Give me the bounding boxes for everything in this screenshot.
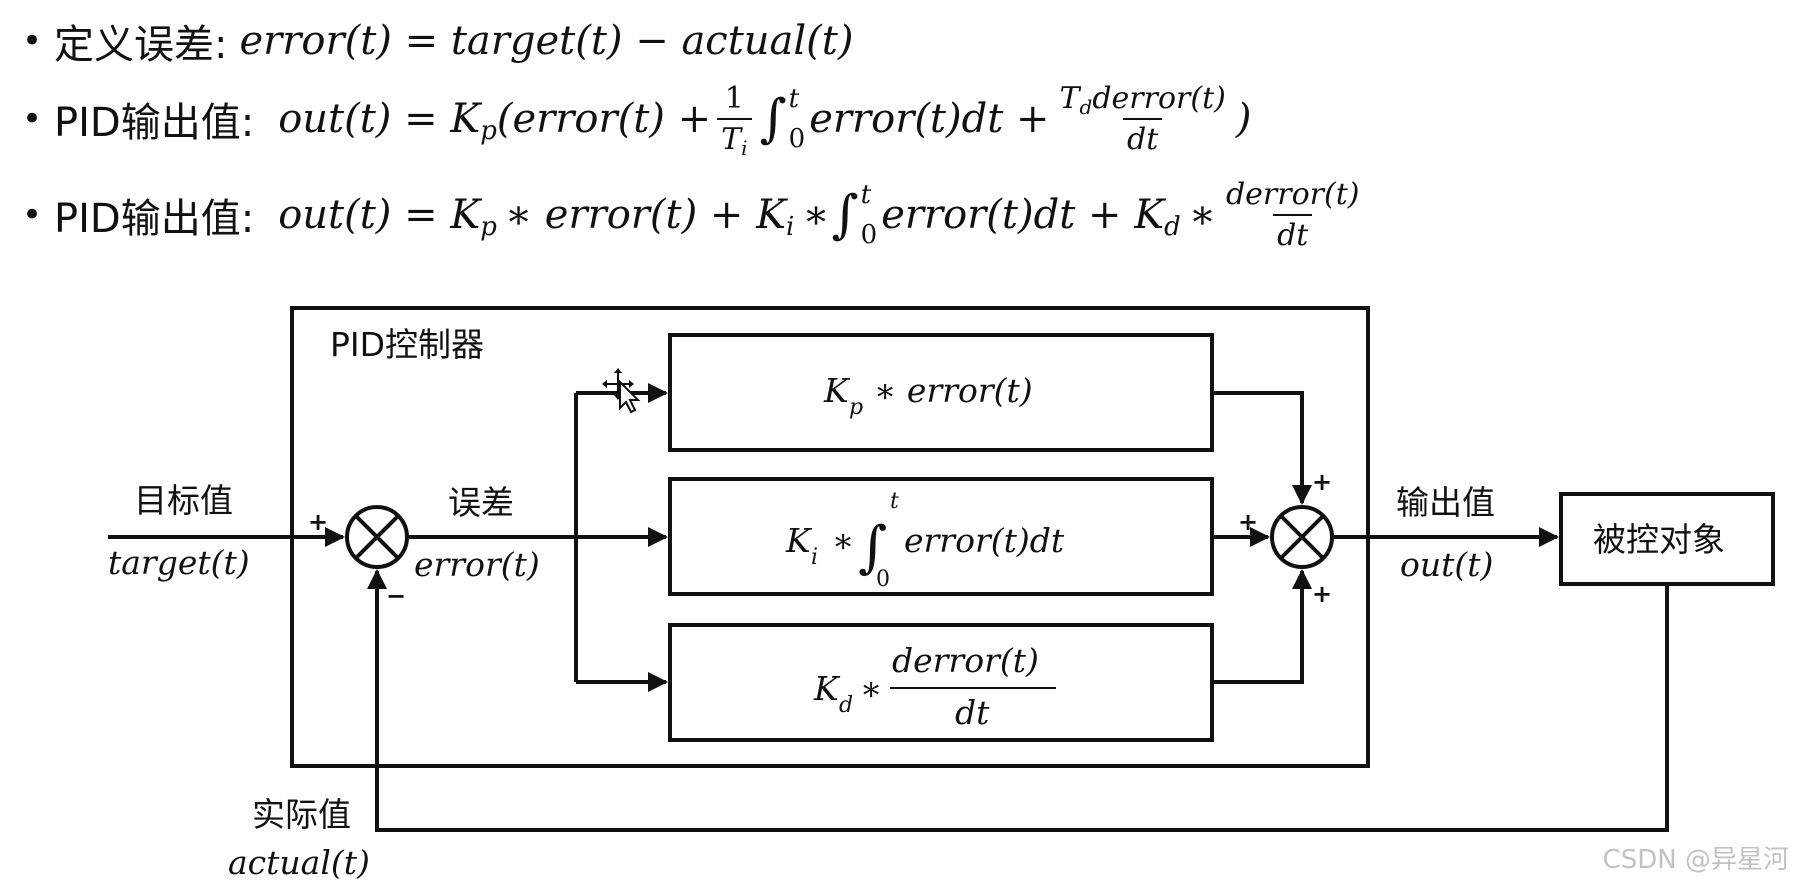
output-label: 输出值 [1396, 483, 1495, 522]
i-block-upper: t [890, 489, 899, 514]
bullet-icon: • [22, 195, 43, 235]
d-block-den: dt [955, 693, 990, 732]
error-math: error(t) [414, 545, 540, 584]
target-label: 目标值 [134, 481, 233, 520]
equation-part2: ∗ [802, 192, 830, 238]
target-math: target(t) [108, 543, 250, 582]
move-cursor-icon [602, 368, 641, 414]
p-to-sum-arrow [1212, 391, 1312, 505]
equation-lhs: out(t) = K [278, 96, 481, 142]
sum2-left-plus-sign: + [1238, 508, 1258, 536]
p-block-rest: ∗ error(t) [874, 371, 1033, 410]
bullet-icon: • [22, 21, 43, 61]
integral-sign: ∫ [759, 89, 787, 149]
output-math: out(t) [1400, 545, 1493, 584]
equation-label: 定义误差: [54, 22, 228, 68]
i-block-k-sub: i [811, 545, 818, 570]
actual-math: actual(t) [228, 843, 370, 882]
integral-body: error(t)dt + [809, 96, 1050, 142]
d-block-k: K [813, 669, 841, 708]
p-block-k-sub: p [849, 395, 863, 420]
d-block-k-sub: d [839, 693, 853, 718]
fraction-derror-dt: derror(t) dt [1225, 177, 1360, 253]
i-block-lower: 0 [876, 567, 890, 592]
integral-limits: t 0 [788, 84, 806, 154]
equation-paren-open: (error(t) + [496, 96, 712, 142]
watermark: CSDN @异星河 [1602, 845, 1789, 875]
equation-part3: ∗ [1188, 192, 1216, 238]
i-block-k: K [785, 521, 813, 560]
sum1-plus-sign: + [308, 508, 328, 536]
equation-formula: error(t) = target(t) − actual(t) [239, 18, 854, 64]
plant-label: 被控对象 [1593, 520, 1725, 559]
equation-lhs: out(t) = K [278, 192, 481, 238]
fraction-td-derror: Tdderror(t) dt [1059, 81, 1226, 157]
summing-junction-error [345, 505, 409, 569]
equation-error-definition: • 定义误差: error(t) = target(t) − actual(t) [22, 6, 853, 76]
feedback-arrow [367, 569, 1669, 832]
fraction-one-over-ti: 1 Ti [717, 81, 752, 160]
equation-label: PID输出值: [54, 100, 255, 146]
p-block-k: K [823, 371, 851, 410]
actual-label: 实际值 [252, 795, 351, 834]
equation-part1: ∗ error(t) + K [504, 192, 787, 238]
equation-label: PID输出值: [54, 196, 255, 242]
d-block-star: ∗ [860, 669, 882, 708]
sum1-minus-sign: − [386, 582, 406, 610]
i-block-rest: error(t)dt [904, 521, 1065, 560]
integral-sign: ∫ [831, 185, 859, 245]
d-to-sum-arrow [1212, 569, 1312, 684]
integral-body: error(t)dt + K [881, 192, 1165, 238]
error-label: 误差 [448, 483, 514, 522]
integral-limits: t 0 [860, 180, 878, 250]
sum2-bottom-plus-sign: + [1312, 580, 1332, 608]
kp-subscript: p [480, 116, 497, 146]
summing-junction-output [1270, 505, 1334, 569]
pid-controller-title: PID控制器 [330, 325, 484, 364]
bullet-icon: • [22, 99, 43, 139]
i-block-star: ∗ [832, 521, 854, 560]
sum2-top-plus-sign: + [1312, 468, 1332, 496]
equation-paren-close: ) [1235, 96, 1252, 142]
i-block-integral-icon: ∫ [858, 515, 887, 580]
d-block-num: derror(t) [892, 641, 1039, 680]
